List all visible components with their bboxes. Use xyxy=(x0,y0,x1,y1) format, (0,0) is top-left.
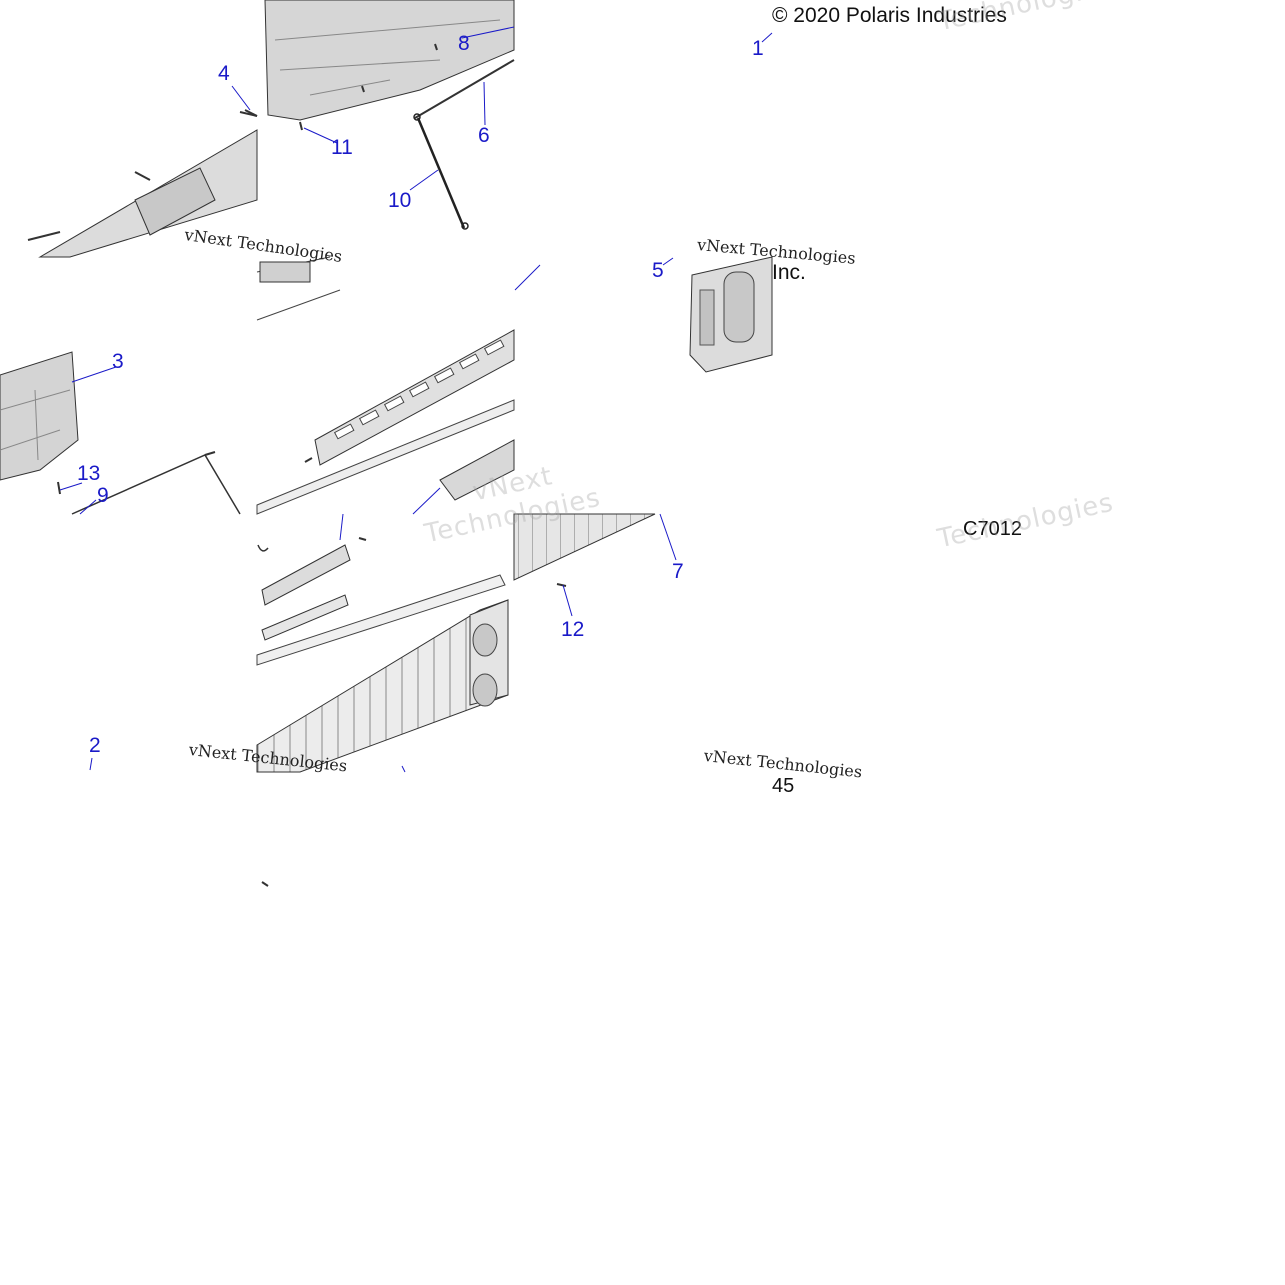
callout-2: 2 xyxy=(89,734,101,757)
leader-lines xyxy=(59,26,773,773)
copyright-suffix: Inc. xyxy=(772,261,806,284)
callout-13: 13 xyxy=(77,462,101,485)
callout-7: 7 xyxy=(672,560,684,583)
fasteners xyxy=(57,109,567,887)
callout-11: 11 xyxy=(331,136,353,159)
ribbed-strip xyxy=(513,513,656,581)
tailgate-outer-panel xyxy=(256,544,509,773)
callout-6: 6 xyxy=(478,124,490,147)
callout-10: 10 xyxy=(388,189,412,212)
rail-assembly-upper-left xyxy=(27,111,258,258)
callout-3: 3 xyxy=(112,350,124,373)
tailgate-inner-panel-top xyxy=(264,0,515,230)
figure-number: 45 xyxy=(772,775,795,797)
end-cap-bracket xyxy=(689,256,773,373)
callout-12: 12 xyxy=(561,618,585,641)
callout-1: 1 xyxy=(752,37,764,60)
callout-9: 9 xyxy=(97,484,109,507)
figure-code: C7012 xyxy=(963,518,1022,540)
callout-5: 5 xyxy=(652,259,664,282)
slotted-rail xyxy=(256,256,515,515)
tailgate-side-panel xyxy=(0,351,241,515)
callout-4: 4 xyxy=(218,62,230,85)
copyright-line: © 2020 Polaris Industries xyxy=(772,4,1007,27)
callout-8: 8 xyxy=(458,32,470,55)
